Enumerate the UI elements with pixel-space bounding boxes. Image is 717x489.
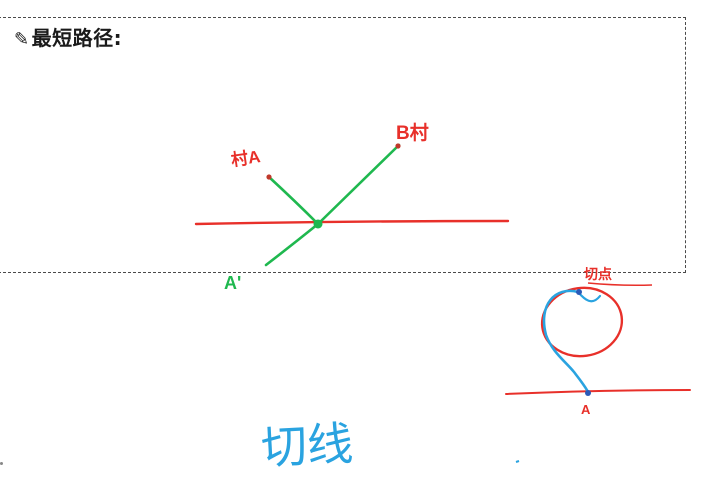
tangent-handwriting: 切线 (260, 418, 355, 474)
path-reflection-to-crossing (264, 222, 320, 267)
reflection-label: A' (224, 273, 241, 293)
village-a-dot (266, 174, 272, 180)
reflection-diagram: 村A B村 A' (194, 121, 510, 293)
red-circle (540, 286, 624, 358)
note-title-text: 最短路径: (31, 26, 123, 50)
crossing-point (313, 219, 323, 229)
path-crossing-to-b (316, 143, 401, 226)
village-b-label: B村 (396, 121, 429, 144)
river-line (194, 219, 510, 226)
circle-label-underline (587, 282, 653, 286)
ground-point-dot (585, 390, 591, 396)
tangent-point-dot (576, 289, 582, 295)
stray-blue-mark (515, 460, 520, 463)
blue-tangent-stroke (542, 289, 590, 394)
village-b-dot (395, 143, 401, 149)
tangent-diagram: 切点 A (505, 266, 691, 417)
note-frame (0, 17, 686, 273)
village-a-label: 村A (230, 146, 262, 170)
point-label: A (581, 402, 591, 417)
circle-label: 切点 (584, 266, 612, 282)
edge-mark (0, 462, 3, 465)
path-a-to-crossing (267, 175, 320, 226)
note-title: ✎最短路径: (14, 22, 122, 51)
ground-line (505, 389, 691, 395)
pencil-icon: ✎ (14, 29, 30, 50)
